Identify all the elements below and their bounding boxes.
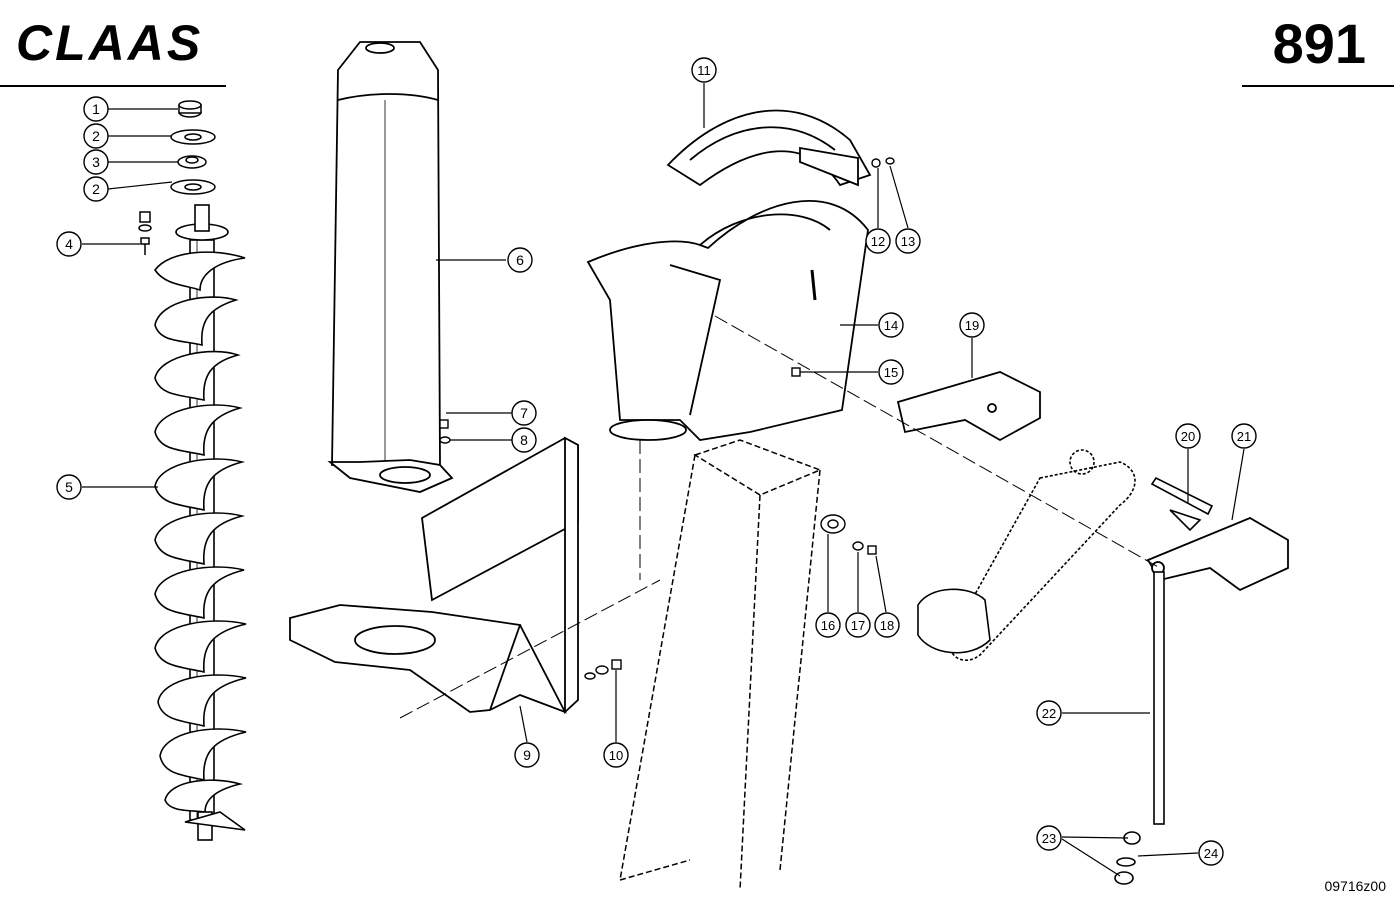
svg-text:22: 22 [1042, 706, 1056, 721]
callout-8: 8 [511, 427, 537, 453]
construction-lines [399, 315, 1161, 719]
svg-text:9: 9 [523, 747, 531, 763]
svg-text:11: 11 [697, 63, 711, 78]
bracket-part-19 [896, 371, 1041, 442]
fasteners [439, 157, 895, 680]
svg-text:16: 16 [821, 618, 835, 633]
callout-6: 6 [507, 247, 533, 273]
hood-part [666, 109, 872, 187]
svg-text:2: 2 [92, 181, 100, 197]
svg-text:3: 3 [92, 154, 100, 170]
callout-20: 20 [1175, 423, 1201, 449]
callout-12: 12 [865, 228, 891, 254]
svg-text:21: 21 [1237, 429, 1251, 444]
callout-18: 18 [874, 612, 900, 638]
callout-5: 5 [56, 474, 82, 500]
callout-9: 9 [514, 742, 540, 768]
callout-19: 19 [959, 312, 985, 338]
svg-text:17: 17 [851, 618, 865, 633]
callout-2b: 2 [83, 176, 109, 202]
svg-text:5: 5 [65, 479, 73, 495]
callout-14: 14 [878, 312, 904, 338]
svg-text:13: 13 [901, 234, 915, 249]
callout-17: 17 [845, 612, 871, 638]
callout-21: 21 [1231, 423, 1257, 449]
callout-10: 10 [603, 742, 629, 768]
housing-part [586, 200, 869, 441]
svg-text:23: 23 [1042, 831, 1056, 846]
callout-7: 7 [511, 400, 537, 426]
drawing-number: 09716z00 [1324, 878, 1386, 894]
svg-text:8: 8 [520, 432, 528, 448]
svg-text:14: 14 [884, 318, 898, 333]
callout-4: 4 [56, 231, 82, 257]
svg-text:7: 7 [520, 405, 528, 421]
rod-part-20 [1150, 476, 1214, 516]
bracket-part-21 [1146, 516, 1289, 592]
svg-text:4: 4 [65, 236, 73, 252]
svg-text:15: 15 [884, 365, 898, 380]
callout-3: 3 [83, 149, 109, 175]
chute-frame [619, 439, 823, 891]
callout-24: 24 [1198, 840, 1224, 866]
auger-part [154, 204, 247, 841]
callout-13: 13 [895, 228, 921, 254]
leader-lines [82, 83, 1245, 877]
claas-logo: CLAAS [16, 15, 204, 71]
callout-11: 11 [691, 57, 717, 83]
svg-text:1: 1 [92, 101, 100, 117]
auger-tube-part [327, 41, 454, 493]
callout-15: 15 [878, 359, 904, 385]
bearing-parts [138, 100, 216, 255]
svg-text:10: 10 [609, 748, 623, 763]
svg-text:18: 18 [880, 618, 894, 633]
callout-1: 1 [83, 96, 109, 122]
svg-text:12: 12 [871, 234, 885, 249]
gearbox-part [917, 588, 991, 654]
page-number: 891 [1272, 12, 1366, 75]
svg-text:24: 24 [1204, 846, 1218, 861]
callout-23: 23 [1036, 825, 1062, 851]
svg-text:6: 6 [516, 252, 524, 268]
callout-16: 16 [815, 612, 841, 638]
callout-balloons: 1 2 3 2 4 5 6 7 8 9 10 11 12 13 14 15 16… [56, 57, 1257, 866]
callout-22: 22 [1036, 700, 1062, 726]
svg-text:2: 2 [92, 128, 100, 144]
svg-text:19: 19 [965, 318, 979, 333]
svg-text:20: 20 [1181, 429, 1195, 444]
callout-2a: 2 [83, 123, 109, 149]
